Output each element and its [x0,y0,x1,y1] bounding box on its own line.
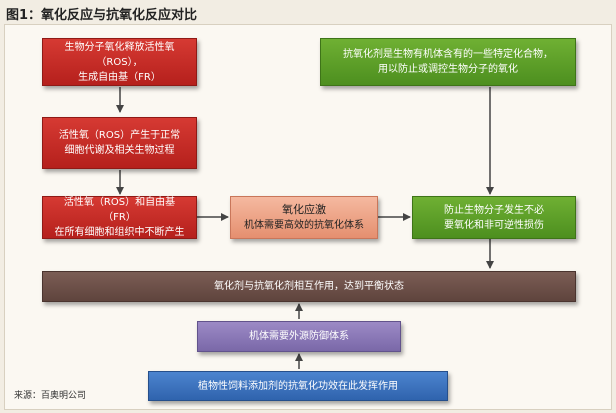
source-note: 来源：百奥明公司 [14,391,87,401]
prevent-oxidation-line1: 防止生物分子发生不必 [444,204,544,216]
balance-label: 氧化剂与抗氧化剂相互作用，达到平衡状态 [214,281,404,292]
ros-everywhere-box: 活性氧（ROS）和自由基（FR） 在所有细胞和组织中不断产生 [42,196,197,239]
balance-box: 氧化剂与抗氧化剂相互作用，达到平衡状态 [42,271,576,302]
ros-metabolism-line2: 细胞代谢及相关生物过程 [64,145,175,156]
plant-antioxidant-label: 植物性饲料添加剂的抗氧化功效在此发挥作用 [198,380,398,392]
antioxidant-definition-line2: 用以防止或调控生物分子的氧化 [378,64,518,75]
diagram-title: 图1：氧化反应与抗氧化反应对比 [6,8,198,23]
prevent-oxidation-box: 防止生物分子发生不必 要氧化和非可逆性损伤 [412,196,576,239]
ros-everywhere-line2: 在所有细胞和组织中不断产生 [54,227,185,238]
oxidative-stress-title: 氧化应激 [282,203,326,216]
ros-metabolism-box: 活性氧（ROS）产生于正常 细胞代谢及相关生物过程 [42,117,197,169]
prevent-oxidation-line2: 要氧化和非可逆性损伤 [444,219,544,231]
ros-everywhere-line1: 活性氧（ROS）和自由基（FR） [63,197,176,223]
oxidative-stress-subtitle: 机体需要高效的抗氧化体系 [244,220,364,231]
oxidative-stress-box: 氧化应激 机体需要高效的抗氧化体系 [230,196,378,239]
external-defense-box: 机体需要外源防御体系 [197,321,401,352]
ros-generation-line2: 生成自由基（FR） [78,71,161,83]
ros-generation-line1: 生物分子氧化释放活性氧（ROS）， [64,41,175,68]
plant-antioxidant-box: 植物性饲料添加剂的抗氧化功效在此发挥作用 [148,371,448,401]
external-defense-label: 机体需要外源防御体系 [249,331,349,342]
antioxidant-definition-box: 抗氧化剂是生物有机体含有的一些特定化合物， 用以防止或调控生物分子的氧化 [320,38,576,86]
ros-generation-box: 生物分子氧化释放活性氧（ROS）， 生成自由基（FR） [42,38,197,86]
ros-metabolism-line1: 活性氧（ROS）产生于正常 [58,130,181,141]
antioxidant-definition-line1: 抗氧化剂是生物有机体含有的一些特定化合物， [343,49,553,60]
